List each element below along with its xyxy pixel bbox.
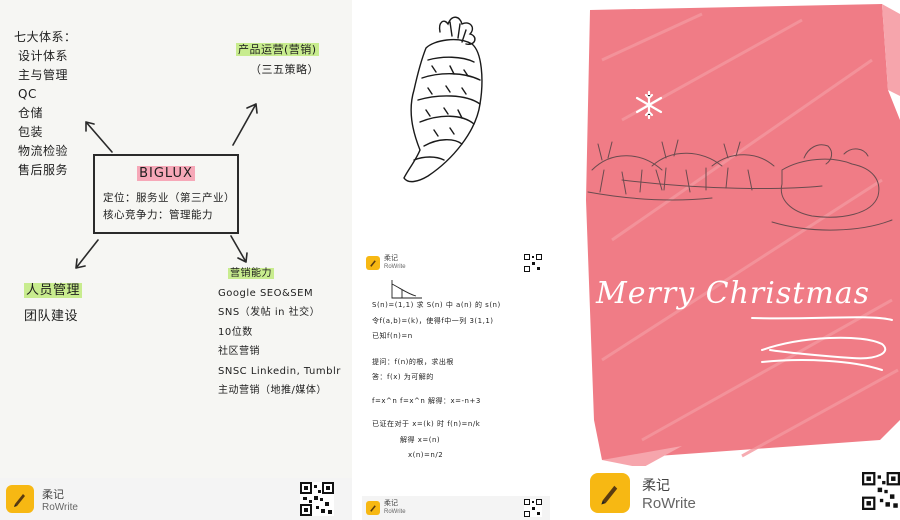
arrow-to-left-list (85, 121, 113, 153)
app-name: 柔记 (42, 488, 64, 501)
header-branding-bar: 柔记 RoWrite (362, 250, 550, 276)
app-branding-bar: 柔记 RoWrite (0, 478, 352, 520)
qr-code (524, 499, 542, 517)
pencil-icon (366, 501, 380, 515)
left-list: 七大体系： 设计体系 主与管理 QC 仓储 包装 物流检验 售后服务 (14, 28, 77, 180)
app-name: 柔记 (642, 476, 670, 493)
bottom-right-item: 主动营销（地推/媒体） (218, 385, 327, 396)
left-list-item: 设计体系 (18, 49, 69, 63)
math-line: S(n)=(1,1) 求 S(n) 中 a(n) 的 s(n) (372, 301, 501, 309)
math-line: f=x^n f=x^n 解得：x=-n+3 (372, 396, 481, 405)
bottom-right-item: SNS（发帖 in 社交） (218, 307, 321, 318)
math-line: 令f(a,b)=(k)，使得f中一列 3(1,1) (372, 316, 494, 325)
arrow-to-bottom-left (75, 239, 99, 269)
reindeer-sleigh-drawing (587, 139, 893, 231)
math-line: x(n)=n/2 (408, 451, 444, 459)
bottom-right-item: 10位数 (218, 326, 253, 338)
pencil-icon (366, 256, 380, 270)
center-title: BIGLUX (137, 166, 195, 181)
sketch-panel (362, 0, 546, 238)
math-line: 解得 x=(n) (400, 435, 441, 444)
app-subname: RoWrite (642, 494, 696, 512)
bottom-right-item: 社区营销 (218, 346, 260, 357)
math-line: 已证在对于 x=(k) 时 f(n)=n/k (372, 420, 481, 428)
left-list-item: 主与管理 (18, 68, 69, 82)
arrow-to-top-right (232, 103, 258, 146)
top-right-title: 产品运营(营销) (236, 43, 319, 56)
qr-code (524, 254, 542, 272)
left-list-item: 物流检验 (18, 144, 69, 158)
bottom-left-title: 人员管理 (24, 283, 83, 298)
app-subname: RoWrite (42, 501, 78, 513)
center-line: 定位：服务业（第三产业） (103, 192, 235, 204)
left-list-item: 包装 (18, 125, 44, 139)
left-list-item: 售后服务 (18, 163, 69, 177)
bottom-right-node: 营销能力 Google SEO&SEM SNS（发帖 in 社交） 10位数 社… (218, 264, 341, 401)
math-line: 答：f(x) 为可解的 (372, 373, 434, 381)
top-right-sub: （三五策略） (250, 63, 319, 76)
center-line: 核心竞争力：管理能力 (103, 209, 213, 221)
center-node-box: BIGLUX 定位：服务业（第三产业） 核心竞争力：管理能力 (93, 154, 239, 234)
greeting-text: Merry Christmas (596, 276, 871, 311)
math-figure (391, 280, 422, 299)
qr-code (862, 472, 900, 510)
math-line: 提问：f(n)的根，求出根 (372, 357, 454, 366)
math-line: 已知f(n)=n (372, 332, 413, 340)
left-list-item: 仓储 (18, 106, 44, 120)
bottom-left-sub: 团队建设 (24, 309, 79, 324)
pencil-icon (6, 485, 34, 513)
qr-code (300, 482, 334, 516)
bottom-right-title: 营销能力 (228, 268, 274, 279)
top-right-node: 产品运营(营销) （三五策略） (236, 40, 319, 80)
arrow-to-bottom-right (230, 235, 248, 263)
pencil-icon (590, 473, 630, 513)
left-list-title: 七大体系： (14, 30, 77, 44)
bottom-right-item: SNSC Linkedin, Tumblr (218, 365, 341, 377)
app-name: 柔记 (384, 255, 398, 262)
app-branding-bar: 柔记 RoWrite (362, 496, 550, 520)
app-subname: RoWrite (384, 509, 406, 515)
radish-drawing (403, 16, 483, 183)
christmas-card-panel: Merry Christmas 柔记 RoWrite (582, 0, 900, 520)
app-branding-bar: 柔记 RoWrite (582, 466, 900, 520)
app-name: 柔记 (384, 500, 398, 507)
math-lines: S(n)=(1,1) 求 S(n) 中 a(n) 的 s(n) 令f(a,b)=… (372, 298, 501, 464)
snowflake-icon (635, 90, 663, 120)
mindmap-note-panel: 七大体系： 设计体系 主与管理 QC 仓储 包装 物流检验 售后服务 产品运营(… (0, 0, 352, 520)
mindmap-arrows (75, 103, 258, 269)
math-note-panel: 柔记 RoWrite S(n)=(1,1) 求 S(n) 中 a(n) 的 s(… (362, 250, 550, 520)
greeting-flourish (751, 316, 893, 371)
left-list-item: QC (18, 87, 37, 101)
app-subname: RoWrite (384, 264, 406, 270)
bottom-right-item: Google SEO&SEM (218, 287, 314, 299)
bottom-left-node: 人员管理 团队建设 (24, 278, 83, 330)
